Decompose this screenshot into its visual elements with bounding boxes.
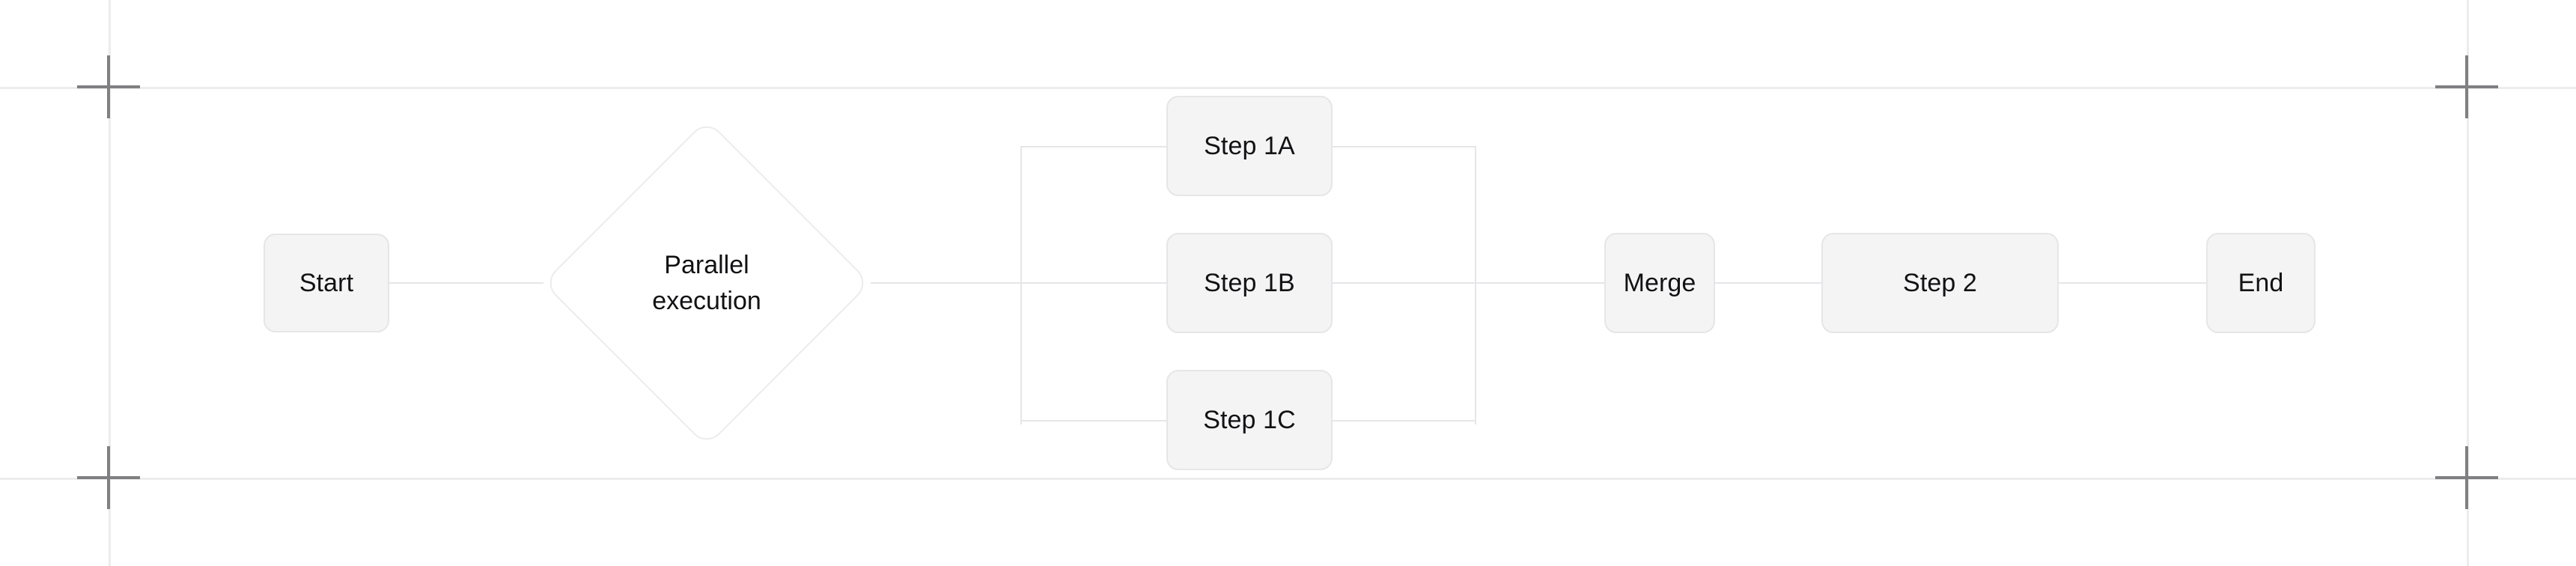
edge-step1c-to-fanin: [1331, 420, 1476, 422]
edge-step2-to-end: [2059, 282, 2208, 284]
node-step-1c[interactable]: Step 1C: [1166, 370, 1333, 470]
edge-step1a-to-fanin: [1331, 146, 1476, 147]
node-step-1b[interactable]: Step 1B: [1166, 233, 1333, 333]
crosshair-vertical-arm: [107, 55, 110, 118]
edge-merge-to-step2: [1715, 282, 1823, 284]
node-parallel-execution-label: Parallel execution: [652, 250, 761, 315]
node-step-1a[interactable]: Step 1A: [1166, 96, 1333, 196]
edge-parallel-to-fanout: [871, 282, 1020, 284]
node-end[interactable]: End: [2206, 233, 2315, 333]
crosshair-vertical-arm: [107, 446, 110, 509]
guide-line-horizontal-top: [0, 87, 2576, 89]
node-parallel-execution[interactable]: Parallel execution: [542, 118, 871, 448]
edge-fanout-to-step1b: [1020, 282, 1168, 284]
node-start[interactable]: Start: [264, 234, 389, 332]
fanout-bus-spine: [1020, 146, 1022, 424]
fanin-bus-spine: [1475, 146, 1476, 424]
crosshair-vertical-arm: [2465, 446, 2468, 509]
edge-fanin-to-merge: [1475, 282, 1606, 284]
guide-line-horizontal-bottom: [0, 478, 2576, 480]
edge-fanout-to-step1a: [1020, 146, 1168, 147]
crosshair-vertical-arm: [2465, 55, 2468, 118]
guide-line-vertical-right: [2467, 0, 2469, 566]
edge-fanout-to-step1c: [1020, 420, 1168, 422]
node-merge[interactable]: Merge: [1604, 233, 1715, 333]
edge-start-to-parallel: [389, 282, 543, 284]
node-step-2[interactable]: Step 2: [1821, 233, 2059, 333]
guide-line-vertical-left: [109, 0, 111, 566]
edge-step1b-to-fanin: [1331, 282, 1476, 284]
